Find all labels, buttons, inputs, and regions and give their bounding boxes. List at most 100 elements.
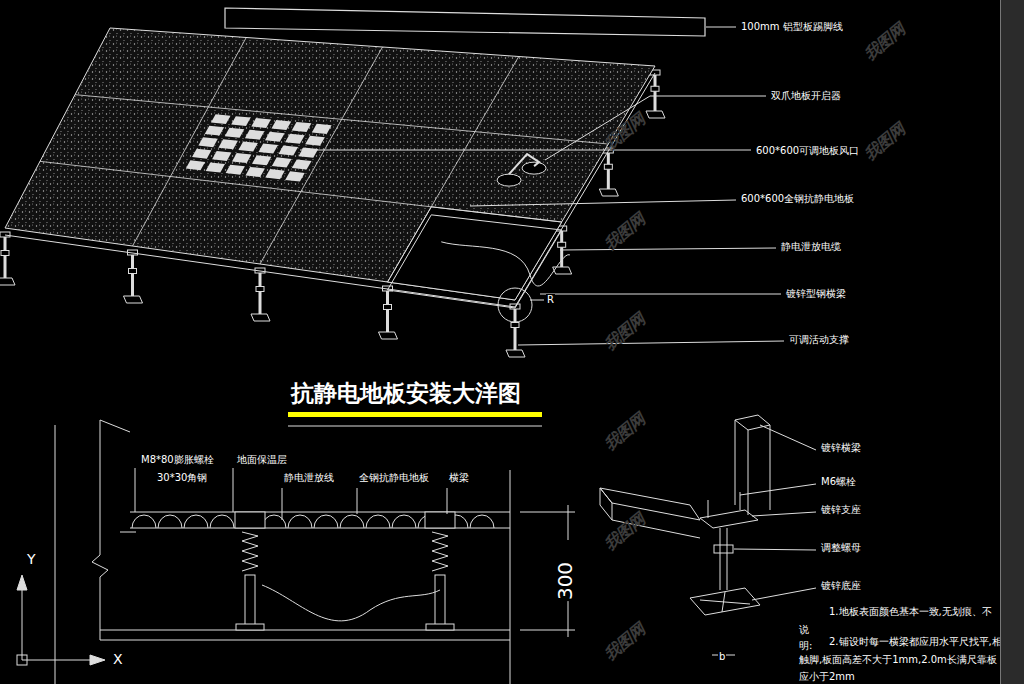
callout-label: 30*30角钢 <box>156 472 208 484</box>
pedestal-nut <box>604 164 612 169</box>
pedestal-nut <box>558 242 566 247</box>
ground-cable <box>441 242 570 286</box>
drawing-line <box>133 38 247 247</box>
callout-label: R <box>546 294 555 306</box>
watermark: 我图网 <box>600 619 650 666</box>
spring <box>432 532 448 571</box>
pedestal-base <box>506 350 525 357</box>
pedestal-base <box>646 111 665 118</box>
slab-edge <box>5 73 655 307</box>
drawing-title: 抗静电地板安装大洋图 <box>290 380 522 408</box>
callout-label: 100mm 铝型板踢脚线 <box>740 21 844 33</box>
vent-hole <box>312 124 332 134</box>
vent-hole <box>272 157 292 167</box>
floor-perspective <box>0 28 665 357</box>
vent-hole <box>292 122 312 132</box>
vent-hole <box>212 151 231 161</box>
watermark: 我图网 <box>600 509 650 556</box>
vent-hole <box>279 146 299 156</box>
vent-hole <box>246 167 265 177</box>
vent-hole <box>251 118 271 128</box>
callout-label: 镀锌底座 <box>820 580 862 592</box>
vent-hole <box>192 149 211 159</box>
callout-label: 静电泄放电缆 <box>780 241 842 253</box>
pedestal-head <box>0 232 10 237</box>
pedestal-stem <box>245 575 255 625</box>
vent-hole <box>292 159 312 169</box>
vent-hole <box>265 132 285 142</box>
pedestal-base <box>236 624 264 630</box>
callout-label: 可调活动支撑 <box>788 334 850 346</box>
drawing-area: 抗静电地板安装大洋图 100mm 铝型板踢脚线双爪地板开启器 600*600可调地板… <box>0 0 1000 684</box>
pedestal-base <box>124 296 143 303</box>
callout-label: 600*600可调地板风口 <box>755 145 860 157</box>
vent-hole <box>305 136 325 146</box>
vent-hole <box>245 130 265 140</box>
pedestal-base <box>379 332 398 339</box>
pedestal-head <box>235 512 265 528</box>
pedestal-nut <box>511 323 519 328</box>
pedestal-stem <box>435 575 445 625</box>
pedestal-base <box>251 314 270 321</box>
opener-handle <box>509 154 539 174</box>
watermark: 我图网 <box>600 409 650 456</box>
watermark: 我图网 <box>860 19 910 66</box>
window-scrollbar <box>1000 0 1024 684</box>
vent-hole <box>226 165 245 175</box>
pedestal-base <box>0 278 15 285</box>
pedestal-nut <box>256 287 264 292</box>
callout-label: 2.铺设时每一横梁都应用水平尺找平,相邻 <box>828 636 1000 648</box>
open-tile <box>388 207 562 300</box>
drawing-line <box>260 47 383 264</box>
vent-hole <box>198 137 217 147</box>
pedestal-nut <box>1 251 9 256</box>
spring <box>242 532 258 571</box>
pedestal-head <box>425 512 455 528</box>
pedestal-nut <box>384 305 392 310</box>
vent-hole <box>239 141 258 151</box>
callout-label: M8*80膨胀螺栓 <box>140 454 215 466</box>
callout-label: X <box>112 651 124 668</box>
drawing-line <box>40 161 562 222</box>
callout-label: 镀锌型钢横梁 <box>785 288 847 300</box>
note-heading: 说明: <box>798 622 811 654</box>
callout-label: 镀锌支座 <box>820 504 862 516</box>
callout-label: 1.地板表面颜色基本一致,无划痕、不 <box>828 606 993 618</box>
vent-hole <box>285 134 305 144</box>
callout-label: 镀锌横梁 <box>820 442 862 454</box>
vent-hole <box>225 128 245 138</box>
leader-lines <box>300 27 784 345</box>
callout-label: 600*600全钢抗静电地板 <box>740 193 855 205</box>
dimension-text: 300 <box>553 561 577 601</box>
callout-label: 地面保温层 <box>236 454 288 466</box>
callout-label: 横梁 <box>448 472 470 484</box>
vent-hole <box>265 169 285 179</box>
section-view <box>17 420 575 684</box>
watermark: 我图网 <box>600 309 650 356</box>
callout-label: Y <box>26 551 37 568</box>
vent-hole <box>232 153 251 163</box>
suction-cup <box>497 174 521 186</box>
pedestal-nut <box>651 86 659 91</box>
vent-hole <box>186 160 205 170</box>
vent-hole <box>252 155 271 165</box>
drawing-line <box>388 57 519 283</box>
watermark: 我图网 <box>860 119 910 166</box>
pedestal-base <box>599 189 618 196</box>
callout-label: 调整螺母 <box>820 542 862 554</box>
vent-hole <box>272 120 292 130</box>
vent-hole <box>211 114 231 124</box>
vent-hole <box>259 143 279 153</box>
pedestal-nut <box>129 269 137 274</box>
callout-label: 触脚,板面高差不大于1mm,2.0m长满尺靠板 <box>798 654 998 666</box>
vent-hole <box>218 139 238 149</box>
vent-hole <box>231 116 251 126</box>
floor-slab <box>5 28 655 300</box>
callout-label: 双爪地板开启器 <box>770 90 842 102</box>
vent-hole <box>285 171 305 181</box>
callout-label: 静电泄放线 <box>283 472 335 484</box>
baseboard <box>225 8 705 36</box>
suction-cup <box>522 162 546 174</box>
pedestal-detail <box>600 415 816 655</box>
callout-label: 全钢抗静电地板 <box>358 472 430 484</box>
